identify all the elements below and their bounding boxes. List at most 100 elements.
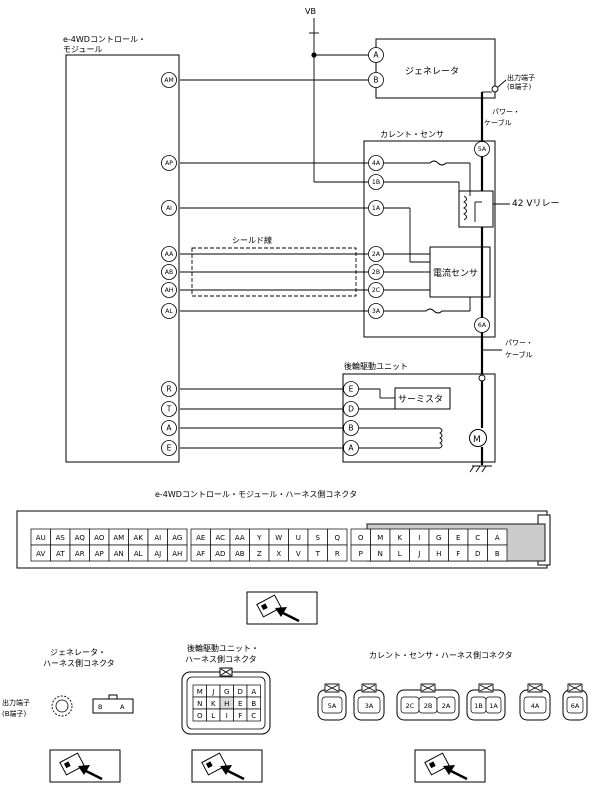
- cs-connector-3a: 3A: [353, 683, 385, 721]
- svg-text:AL: AL: [134, 550, 143, 558]
- svg-text:AL: AL: [165, 308, 173, 315]
- svg-text:B: B: [495, 550, 500, 558]
- harness-pin-c: C: [467, 528, 488, 546]
- rear-conn-pin-h: H: [219, 696, 234, 710]
- svg-text:Q: Q: [334, 534, 340, 542]
- current-sensor-pin-6a: 6A: [474, 317, 490, 333]
- svg-text:O: O: [197, 712, 203, 720]
- harness-pin-aa: AA: [229, 528, 250, 546]
- thermistor-label: サーミスタ: [398, 394, 443, 405]
- svg-text:A: A: [348, 444, 354, 453]
- harness-pin-p: P: [350, 544, 371, 562]
- cs-conn-pin-2a: 2A: [436, 696, 456, 714]
- connector-view-icon: [191, 749, 263, 783]
- rear-conn-title-2: ハーネス側コネクタ: [185, 654, 257, 664]
- harness-pin-q: Q: [327, 528, 348, 546]
- harness-pin-ab: AB: [229, 544, 250, 562]
- gen-conn-title-2: ハーネス側コネクタ: [43, 658, 115, 668]
- svg-text:2B: 2B: [424, 702, 433, 710]
- output-terminal-label-2: (B端子): [507, 82, 532, 91]
- svg-text:1B: 1B: [372, 179, 380, 186]
- svg-text:T: T: [315, 550, 321, 558]
- svg-text:N: N: [378, 550, 383, 558]
- harness-pin-j: J: [409, 544, 430, 562]
- current-sensor-pin-2c: 2C: [368, 282, 384, 298]
- harness-pin-as: AS: [50, 528, 71, 546]
- harness-pin-ap: AP: [89, 544, 110, 562]
- svg-text:AA: AA: [165, 251, 174, 258]
- module-pin-ai: AI: [161, 200, 177, 216]
- harness-pin-h: H: [428, 544, 449, 562]
- harness-pin-an: AN: [108, 544, 129, 562]
- harness-pin-am: AM: [108, 528, 129, 546]
- motor-label: M: [473, 435, 481, 445]
- rear-conn-pin-k: K: [206, 696, 221, 710]
- gen-conn-title-1: ジェネレータ・: [50, 648, 106, 657]
- rear-conn-pin-b: B: [246, 696, 261, 710]
- rear-conn-pin-i: I: [219, 708, 234, 722]
- harness-pin-i: I: [409, 528, 430, 546]
- svg-text:E: E: [349, 385, 354, 394]
- current-sensor-pin-2a: 2A: [368, 246, 384, 262]
- vb-label: VB: [305, 7, 316, 16]
- harness-pin-ae: AE: [190, 528, 211, 546]
- svg-text:3A: 3A: [372, 308, 381, 315]
- svg-text:2A: 2A: [372, 251, 381, 258]
- harness-pin-r: R: [327, 544, 348, 562]
- svg-text:C: C: [251, 712, 256, 720]
- module-pin-t: T: [161, 401, 177, 417]
- harness-pin-a: A: [487, 528, 508, 546]
- current-sensor-unit-box: [363, 140, 496, 338]
- power-cable-1-line1: パワー・: [492, 108, 520, 116]
- svg-text:G: G: [436, 534, 441, 542]
- rear-conn-pin-m: M: [192, 684, 207, 698]
- connector-view-icon: [414, 749, 486, 783]
- svg-text:5A: 5A: [328, 702, 337, 710]
- svg-text:S: S: [316, 534, 321, 542]
- gen-conn-pin-b: B: [98, 703, 102, 711]
- harness-pin-at: AT: [50, 544, 71, 562]
- svg-text:R: R: [335, 550, 340, 558]
- harness-pin-f: F: [448, 544, 469, 562]
- svg-text:A: A: [495, 534, 500, 542]
- harness-pin-aj: AJ: [147, 544, 168, 562]
- svg-text:1B: 1B: [474, 702, 483, 710]
- svg-text:1A: 1A: [489, 702, 498, 710]
- svg-text:AG: AG: [172, 534, 182, 542]
- harness-pin-av: AV: [30, 544, 51, 562]
- svg-text:C: C: [475, 534, 480, 542]
- svg-text:2C: 2C: [372, 287, 380, 294]
- svg-text:D: D: [348, 405, 354, 414]
- harness-pin-ak: AK: [128, 528, 149, 546]
- svg-text:A: A: [373, 51, 379, 60]
- svg-text:AJ: AJ: [154, 550, 161, 558]
- power-cable-2-line1: パワー・: [505, 339, 533, 347]
- cs-conn-pin-1b: 1B: [470, 696, 487, 714]
- generator-label: ジェネレータ: [405, 66, 459, 77]
- output-terminal-label-1: 出力端子: [507, 73, 535, 82]
- rear-conn-pin-c: C: [246, 708, 261, 722]
- harness-pin-ao: AO: [89, 528, 110, 546]
- svg-text:L: L: [398, 550, 402, 558]
- current-sensor-pin-5a: 5A: [474, 141, 490, 157]
- svg-text:E: E: [167, 444, 172, 453]
- current-sensor-label: 電流センサ: [433, 267, 478, 279]
- harness-pin-ad: AD: [210, 544, 231, 562]
- harness-pin-d: D: [467, 544, 488, 562]
- svg-text:I: I: [226, 712, 228, 720]
- harness-pin-o: O: [350, 528, 371, 546]
- harness-pin-z: Z: [249, 544, 270, 562]
- svg-text:O: O: [358, 534, 364, 542]
- svg-text:M: M: [197, 688, 203, 696]
- harness-pin-ag: AG: [167, 528, 188, 546]
- svg-text:AN: AN: [114, 550, 124, 558]
- pin-markers: AMAPAIAAABAHALRTAEAB5A4A1B1A2A2B2C3A6AED…: [161, 47, 490, 456]
- svg-text:AB: AB: [165, 269, 173, 276]
- svg-text:T: T: [166, 405, 172, 414]
- svg-text:P: P: [359, 550, 363, 558]
- rear-conn-pin-n: N: [192, 696, 207, 710]
- current-sensor-pin-4a: 4A: [368, 155, 384, 171]
- module-pin-a: A: [161, 420, 177, 436]
- svg-text:AE: AE: [196, 534, 205, 542]
